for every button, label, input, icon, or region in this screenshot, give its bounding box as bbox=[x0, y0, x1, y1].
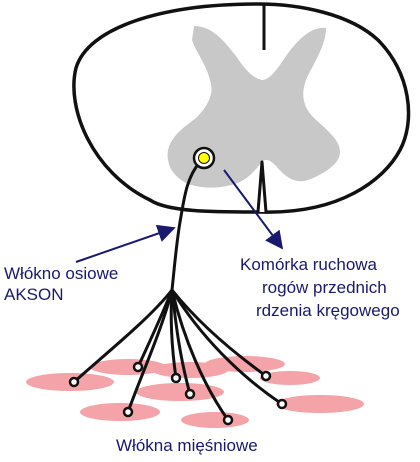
muscle-fiber bbox=[80, 403, 160, 421]
arrow-to-axon bbox=[75, 224, 176, 263]
end-plate bbox=[222, 414, 234, 426]
label-muscle-fibers: Włókna mięśniowe bbox=[116, 436, 258, 455]
end-plate bbox=[122, 406, 134, 418]
end-plate bbox=[132, 361, 144, 373]
muscle-fiber bbox=[181, 412, 249, 428]
label-axon-line2: AKSON bbox=[4, 285, 64, 304]
muscle-fibers-group bbox=[26, 356, 364, 428]
label-motor-cell-line1: Komórka ruchowa bbox=[240, 255, 378, 274]
muscle-fiber bbox=[260, 371, 320, 385]
end-plate bbox=[260, 370, 272, 382]
axon bbox=[170, 160, 202, 292]
axon-branch bbox=[136, 288, 174, 369]
muscle-fiber bbox=[276, 395, 364, 413]
end-plate bbox=[276, 398, 288, 410]
axon-branch bbox=[170, 288, 284, 406]
motor-neuron-body bbox=[198, 152, 210, 164]
label-motor-cell-line2: rogów przednich bbox=[262, 278, 387, 297]
label-motor-cell-line3: rdzenia kręgowego bbox=[256, 301, 400, 320]
axon-branch bbox=[72, 288, 174, 384]
axon-branch bbox=[170, 288, 230, 422]
label-axon-line1: Włókno osiowe bbox=[4, 264, 118, 283]
motor-end-plates bbox=[68, 361, 288, 426]
end-plate bbox=[170, 372, 182, 384]
axon-branch bbox=[170, 288, 192, 396]
end-plate bbox=[68, 376, 80, 388]
grey-matter bbox=[167, 26, 340, 188]
axon-tree bbox=[72, 160, 284, 422]
muscle-fiber bbox=[205, 356, 285, 372]
axon-branch bbox=[126, 288, 174, 414]
end-plate bbox=[184, 388, 196, 400]
anterior-median-fissure bbox=[256, 160, 268, 213]
muscle-fiber bbox=[136, 383, 224, 401]
arrow-to-motor-cell bbox=[223, 169, 284, 250]
axon-branch bbox=[170, 288, 268, 378]
